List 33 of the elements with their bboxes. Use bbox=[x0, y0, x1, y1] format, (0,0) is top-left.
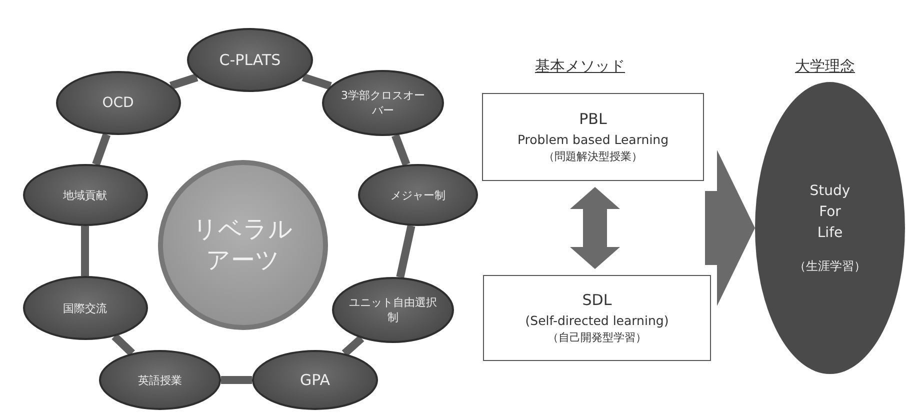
section-heading: 大学理念 bbox=[795, 57, 855, 76]
node-text: ユニット自由選択制 bbox=[348, 295, 438, 325]
node-text: 国際交流 bbox=[63, 300, 107, 316]
node-text: C-PLATS bbox=[219, 51, 281, 69]
node-text: メジャー制 bbox=[390, 188, 446, 202]
section-heading: 基本メソッド bbox=[535, 57, 625, 76]
node-text: 英語授業 bbox=[138, 372, 182, 388]
node-text: 3学部クロスオーバー bbox=[340, 88, 426, 118]
connector-line bbox=[392, 134, 410, 166]
node-text: （自己開発型学習） bbox=[548, 330, 646, 346]
node-text: OCD bbox=[102, 95, 134, 111]
process-box bbox=[482, 93, 704, 181]
connector-line bbox=[92, 133, 110, 166]
node-text: （生涯学習） bbox=[794, 258, 866, 275]
process-box bbox=[483, 275, 711, 361]
node-text: (Self-directed learning) bbox=[525, 312, 669, 330]
node-text: リベラルアーツ bbox=[192, 214, 294, 276]
node-text: 地域貢献 bbox=[63, 188, 107, 202]
node-text: Problem based Learning bbox=[517, 130, 669, 149]
connector-line bbox=[170, 73, 198, 90]
connector-line bbox=[396, 224, 416, 278]
node-text: PBL bbox=[579, 109, 607, 130]
block-arrow bbox=[705, 150, 755, 306]
double-arrow bbox=[570, 187, 620, 269]
connector-line bbox=[302, 73, 332, 90]
connector-line bbox=[81, 226, 89, 276]
connector-line bbox=[221, 376, 252, 384]
node-text: Study For Life bbox=[808, 182, 852, 243]
node-text: SDL bbox=[582, 290, 612, 312]
connector-line bbox=[112, 333, 135, 356]
node-text: GPA bbox=[300, 371, 330, 389]
node-text: （問題解決型授業） bbox=[544, 148, 642, 165]
connector-line bbox=[342, 335, 364, 356]
